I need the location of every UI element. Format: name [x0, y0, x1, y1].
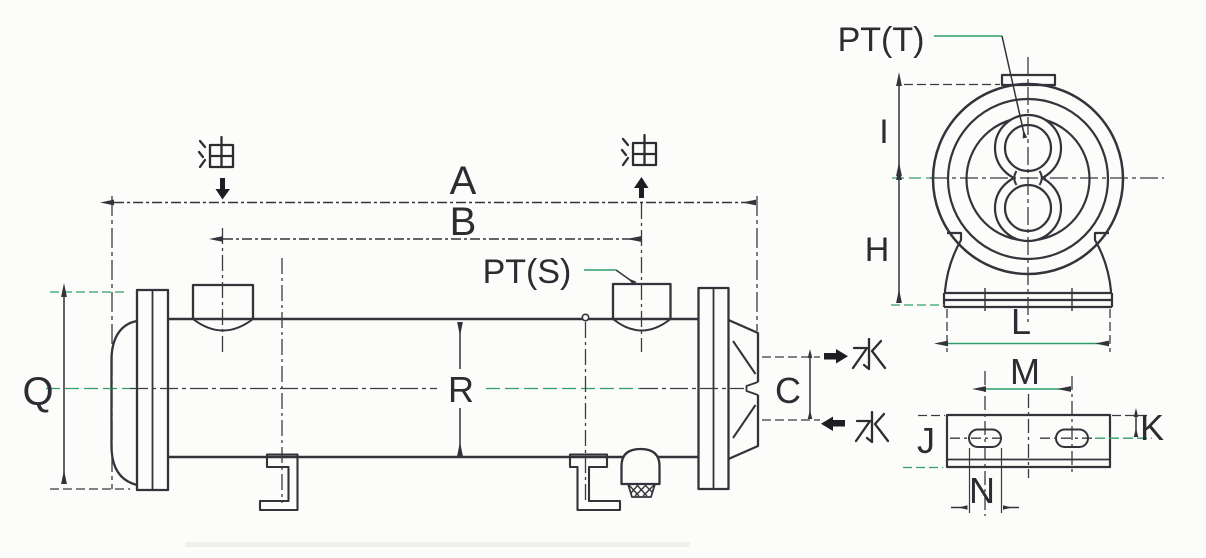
foot-detail-dimensions	[951, 386, 1139, 510]
right-bonnet-baffle-notch	[745, 381, 759, 396]
mounting-foot-right	[568, 453, 622, 512]
water-outlet-arrow	[824, 349, 848, 364]
thread-label-pts: PT(S)	[483, 253, 572, 291]
foot-detail-reference-lines	[903, 371, 1152, 516]
scan-smudge	[185, 542, 690, 547]
dim-label-a: A	[450, 159, 477, 203]
drain-boss	[620, 447, 661, 486]
right-bonnet-cone-line-top	[732, 340, 757, 375]
left-bonnet	[110, 319, 138, 487]
pedestal-right-side	[1093, 231, 1113, 293]
ext-lines-l	[946, 309, 1111, 352]
mounting-foot-left	[258, 453, 299, 512]
oil-inlet-character	[197, 135, 235, 169]
ptt-leader-arrow	[1001, 35, 1028, 139]
dim-label-i: I	[879, 113, 888, 151]
pedestal-left-side	[943, 231, 963, 293]
dim-label-n: N	[969, 470, 995, 511]
right-bonnet-cone-line-bottom	[732, 404, 757, 439]
dim-label-k: K	[1140, 407, 1164, 448]
right-bonnet-lower	[728, 395, 760, 461]
thread-label-ptt: PT(T)	[838, 21, 925, 59]
side-view-dimensions	[61, 199, 813, 484]
pedestal-base-ticks	[984, 288, 1073, 311]
oil-outlet-character	[620, 133, 658, 167]
end-view-reference-lines	[891, 57, 1164, 352]
labels: A B Q R C PT(S) PT(T) I H L M K J N 油 油 …	[22, 21, 1164, 511]
side-view-reference-lines	[46, 196, 820, 503]
right-bonnet-upper	[728, 318, 760, 382]
dim-label-q: Q	[22, 370, 53, 414]
ext-lines-n	[968, 448, 1003, 513]
oil-inlet-arrow	[215, 178, 230, 200]
side-view	[110, 282, 760, 512]
end-view-dimensions	[896, 35, 1109, 347]
water-outlet-character	[851, 337, 887, 371]
oil-outlet-arrow	[634, 177, 649, 198]
dim-label-l: L	[1011, 301, 1031, 342]
dim-label-h: H	[865, 231, 890, 269]
water-inlet-arrow	[821, 416, 845, 431]
pts-leader-arrow	[615, 269, 637, 286]
dim-label-c: C	[775, 370, 801, 411]
oil-port-right-dish	[612, 318, 672, 332]
drain-plug-hatch	[627, 483, 656, 498]
dim-label-m: M	[1010, 351, 1040, 392]
dim-label-b: B	[450, 200, 477, 244]
flow-arrows	[215, 177, 848, 431]
dim-label-r: R	[448, 369, 474, 410]
foot-label-j: J	[917, 420, 935, 461]
water-inlet-character	[854, 410, 890, 444]
vent-plug	[581, 313, 590, 322]
